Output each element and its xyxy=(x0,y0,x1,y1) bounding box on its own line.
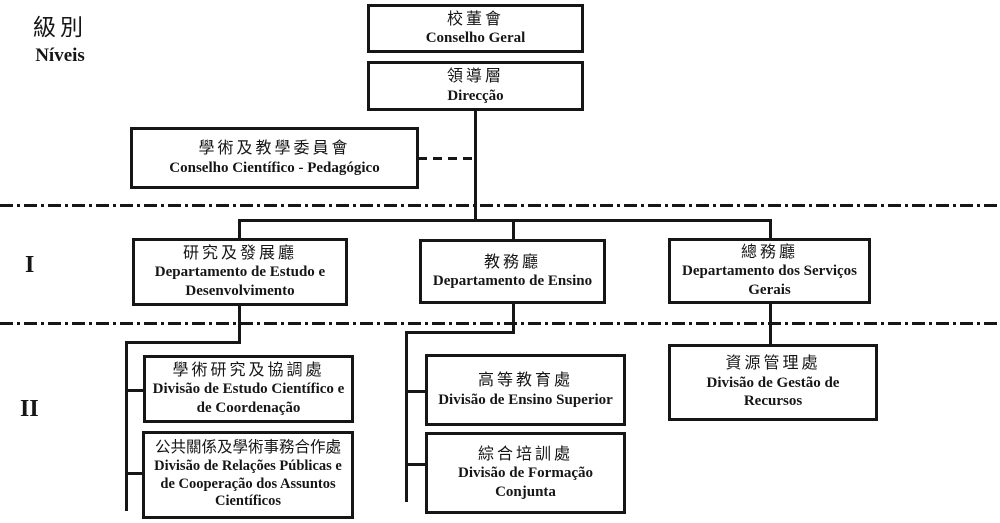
connector-left-trunk xyxy=(125,341,128,511)
connector-mid-trunk xyxy=(405,331,408,502)
node-conselho-cientifico-pt: Conselho Científico - Pedagógico xyxy=(169,159,380,176)
node-conselho-cientifico-zh: 學術及教學委員會 xyxy=(198,140,351,158)
levels-legend: 級別 Níveis xyxy=(14,8,106,67)
node-div-recursos-pt: Divisão de Gestão de Recursos xyxy=(706,374,840,410)
node-dept-ensino-pt: Departamento de Ensino xyxy=(432,273,593,290)
connector-dept-servicos-down xyxy=(769,302,772,346)
node-div-estudo: 學術研究及協調處 Divisão de Estudo Científico e … xyxy=(143,355,354,423)
node-div-formacao-zh: 綜合培訓處 xyxy=(477,445,573,463)
node-conselho-geral: 校董會 Conselho Geral xyxy=(367,4,584,53)
connector-council-dashed xyxy=(418,157,475,160)
connector-level1-horizontal xyxy=(238,219,772,222)
node-dept-estudo: 研究及發展廳 Departamento de Estudo e Desenvol… xyxy=(132,238,348,306)
level-divider-bottom xyxy=(0,322,1000,325)
node-div-relacoes-zh: 公共關係及學術事務合作處 xyxy=(154,439,341,457)
connector-stub-div-relacoes xyxy=(125,472,146,475)
node-div-relacoes-pt: Divisão de Relações Públicas e de Cooper… xyxy=(154,457,342,510)
node-div-estudo-pt: Divisão de Estudo Científico e de Coorde… xyxy=(152,381,345,416)
node-dept-servicos: 總務廳 Departamento dos Serviços Gerais xyxy=(668,238,871,304)
node-direccao-pt: Direcção xyxy=(447,87,504,104)
connector-mid-elbow xyxy=(405,331,515,334)
node-div-formacao-pt: Divisão de Formação Conjunta xyxy=(458,465,593,500)
node-conselho-geral-zh: 校董會 xyxy=(446,10,504,28)
levels-legend-pt: Níveis xyxy=(35,45,85,66)
node-dept-estudo-zh: 研究及發展廳 xyxy=(182,244,297,262)
node-div-superior: 高等教育處 Divisão de Ensino Superior xyxy=(425,354,626,426)
node-div-recursos-zh: 資源管理處 xyxy=(725,355,821,373)
node-dept-servicos-zh: 總務廳 xyxy=(740,243,798,261)
connector-drop-dept-ensino xyxy=(512,219,515,242)
level-divider-top xyxy=(0,204,1000,207)
connector-stub-div-superior xyxy=(405,390,428,393)
connector-dept-estudo-down xyxy=(238,304,241,344)
connector-stub-div-estudo xyxy=(125,389,146,392)
node-conselho-cientifico: 學術及教學委員會 Conselho Científico - Pedagógic… xyxy=(130,127,419,189)
connector-stub-div-formacao xyxy=(405,463,428,466)
connector-dept-ensino-down xyxy=(512,302,515,334)
node-dept-ensino: 教務廳 Departamento de Ensino xyxy=(419,239,606,304)
connector-direction-down xyxy=(474,111,477,222)
node-dept-servicos-pt: Departamento dos Serviços Gerais xyxy=(682,263,857,298)
level-label-1: I xyxy=(25,252,35,278)
node-div-relacoes: 公共關係及學術事務合作處 Divisão de Relações Pública… xyxy=(142,431,354,519)
connector-drop-dept-servicos xyxy=(769,219,772,241)
connector-drop-dept-estudo xyxy=(238,219,241,241)
node-div-formacao: 綜合培訓處 Divisão de Formação Conjunta xyxy=(425,432,626,514)
node-div-recursos: 資源管理處 Divisão de Gestão de Recursos xyxy=(668,344,878,421)
levels-legend-zh: 級別 xyxy=(33,15,87,40)
node-conselho-geral-pt: Conselho Geral xyxy=(425,30,526,47)
node-div-superior-zh: 高等教育處 xyxy=(477,372,573,390)
node-dept-ensino-zh: 教務廳 xyxy=(483,253,541,271)
node-direccao: 領導層 Direcção xyxy=(367,61,584,111)
level-label-2: II xyxy=(20,396,39,422)
connector-left-elbow xyxy=(125,341,241,344)
node-direccao-zh: 領導層 xyxy=(446,68,504,86)
node-div-estudo-zh: 學術研究及協調處 xyxy=(172,361,325,379)
node-dept-estudo-pt: Departamento de Estudo e Desenvolvimento xyxy=(154,264,326,299)
node-div-superior-pt: Divisão de Ensino Superior xyxy=(438,391,613,408)
